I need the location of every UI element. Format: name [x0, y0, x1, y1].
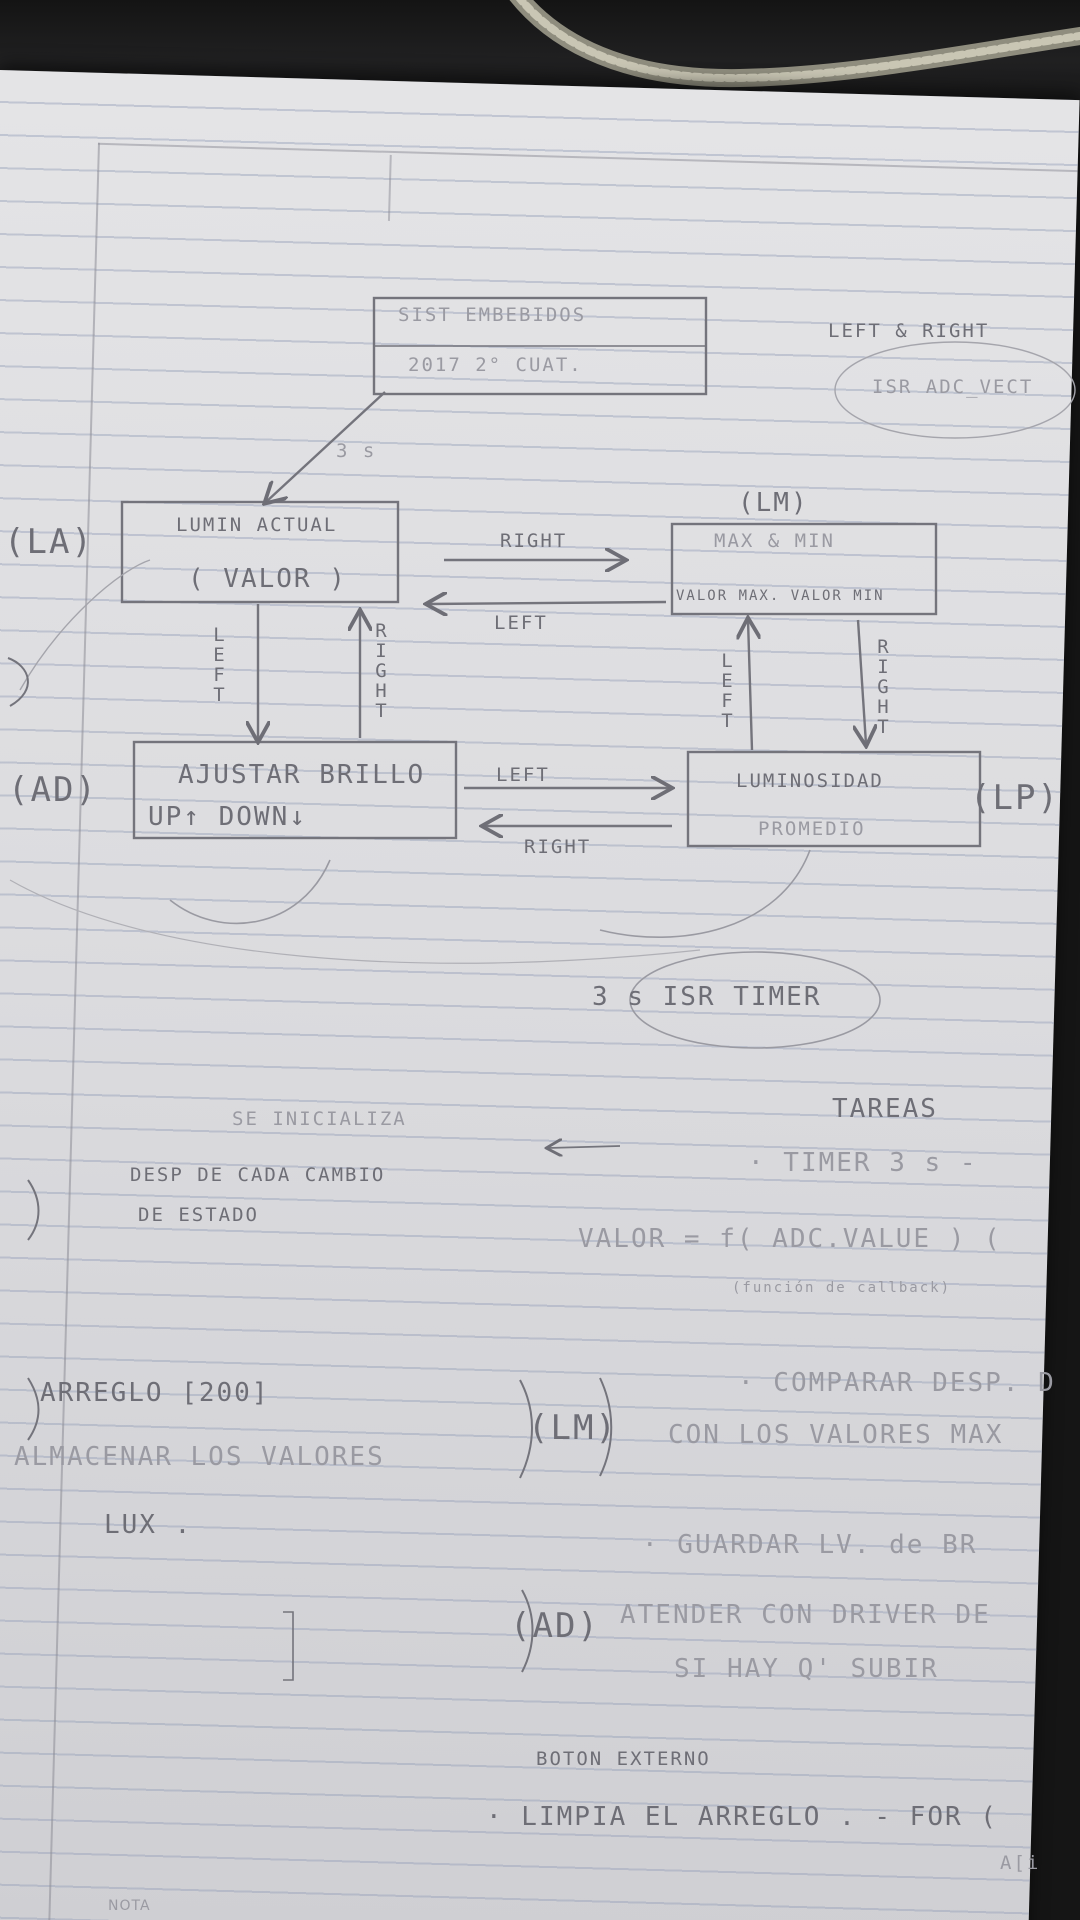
notes-ad-tag: (AD): [510, 1606, 600, 1646]
state-box-la: [120, 500, 400, 604]
state-box-lm: [670, 522, 938, 616]
cable-cord: [509, 0, 1080, 88]
state-la-line2: ( VALOR ): [188, 564, 347, 594]
state-lp-line2: PROMEDIO: [758, 818, 866, 840]
ad-task-3: SI HAY Q' SUBIR: [674, 1654, 939, 1684]
transition-ad-la: RIGHT: [370, 620, 392, 720]
lm-task-2: CON LOS VALORES MAX: [668, 1420, 1004, 1450]
state-tag-lp: (LP): [970, 778, 1060, 818]
transition-lm-lp: RIGHT: [872, 636, 894, 736]
tareas-title: TAREAS: [832, 1094, 938, 1124]
boton-line-2: · LIMPIA EL ARREGLO . - FOR (: [486, 1802, 998, 1832]
note-left-3: DE ESTADO: [138, 1204, 259, 1226]
transition-lm-la: LEFT: [494, 612, 548, 634]
side-note-2: ISR ADC_VECT: [872, 376, 1034, 398]
arreglo-line-2: ALMACENAR LOS VALORES: [14, 1442, 385, 1472]
note-left-1: SE INICIALIZA: [232, 1108, 407, 1130]
header-line-2: 2017 2° CUAT.: [408, 354, 583, 376]
ad-task-1: · GUARDAR LV. de BR: [642, 1530, 978, 1560]
transition-la-ad: LEFT: [208, 624, 230, 704]
lm-task-1: · COMPARAR DESP. D: [738, 1368, 1056, 1398]
arreglo-line-1: ARREGLO [200]: [40, 1378, 270, 1408]
state-tag-la: (LA): [4, 522, 94, 562]
boton-line-3: A[i: [1000, 1852, 1041, 1874]
state-ad-line1: AJUSTAR BRILLO: [178, 760, 426, 790]
state-tag-ad: (AD): [8, 770, 98, 810]
state-ad-line2: UP↑ DOWN↓: [148, 802, 307, 832]
state-lp-line1: LUMINOSIDAD: [736, 770, 884, 792]
footer-nota: NOTA: [108, 1898, 151, 1914]
side-note-1: LEFT & RIGHT: [828, 320, 990, 342]
transition-lp-ad: RIGHT: [524, 836, 592, 858]
state-tag-lm: (LM): [738, 488, 809, 518]
arreglo-line-3: LUX .: [104, 1510, 193, 1540]
ad-task-2: ATENDER CON DRIVER DE: [620, 1600, 991, 1630]
state-la-line1: LUMIN ACTUAL: [176, 514, 338, 536]
state-lm-line2: VALOR MAX. VALOR MIN: [676, 588, 885, 604]
timer-note: 3 s ISR TIMER: [592, 982, 822, 1012]
transition-ad-lp: LEFT: [496, 764, 550, 786]
state-box-ad: [132, 740, 458, 840]
transition-lp-lm: LEFT: [716, 650, 738, 730]
callback-note: (función de callback): [732, 1280, 952, 1296]
boton-line-1: BOTON EXTERNO: [536, 1748, 711, 1770]
state-lm-line1: MAX & MIN: [714, 530, 835, 552]
state-box-lp: [686, 750, 982, 848]
note-left-2: DESP DE CADA CAMBIO: [130, 1164, 386, 1186]
notes-lm-tag: (LM): [528, 1408, 618, 1448]
transition-la-lm: RIGHT: [500, 530, 568, 552]
tarea-timer: · TIMER 3 s -: [748, 1148, 978, 1178]
init-label: 3 s: [336, 440, 377, 462]
valor-formula: VALOR = f( ADC.VALUE ) (: [578, 1224, 1002, 1254]
header-line-1: SIST EMBEBIDOS: [398, 304, 587, 326]
